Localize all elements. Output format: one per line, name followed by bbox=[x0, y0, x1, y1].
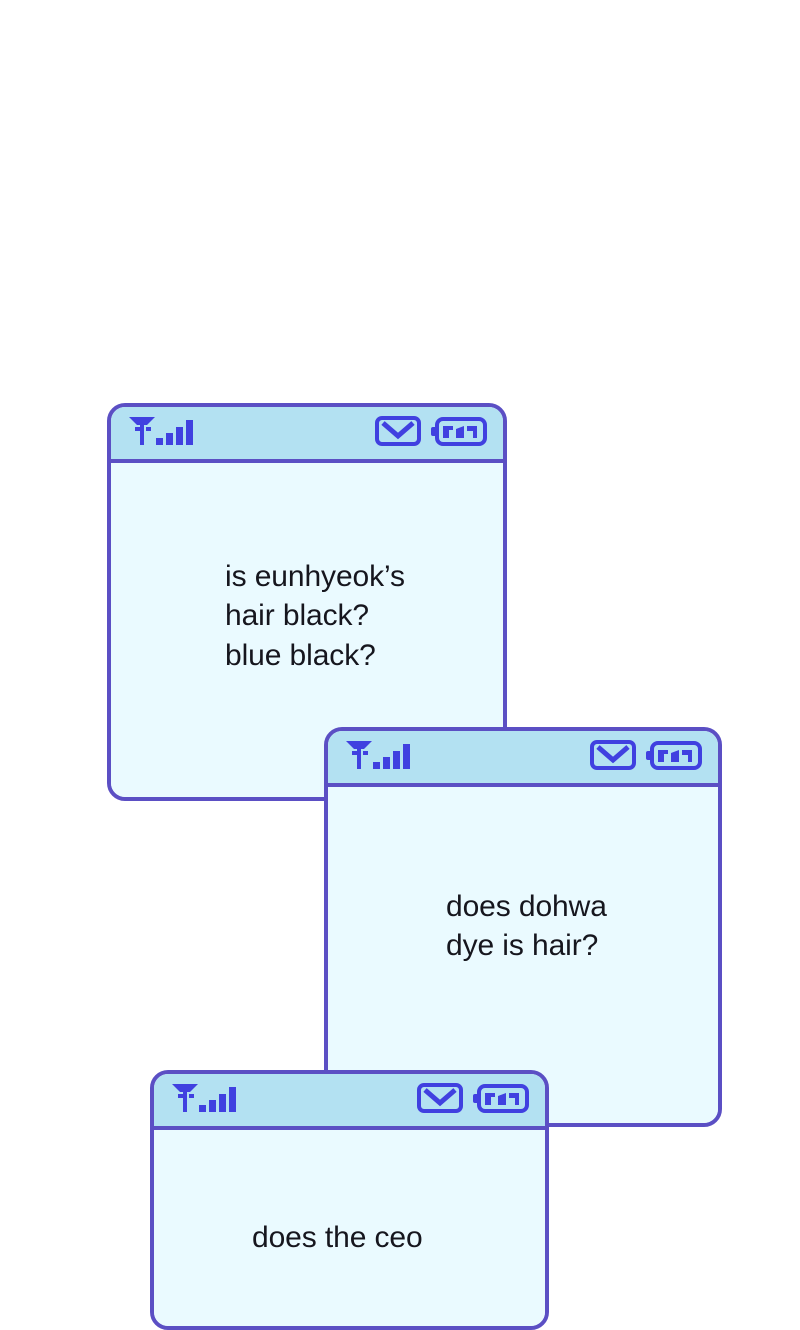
status-bar bbox=[154, 1074, 545, 1130]
message-text: does dohwa dye is hair? bbox=[446, 890, 607, 963]
status-bar-right bbox=[375, 415, 487, 452]
envelope-icon bbox=[590, 739, 636, 776]
message-card[interactable]: does the ceo bbox=[150, 1070, 549, 1330]
signal-bars-icon bbox=[172, 1082, 242, 1119]
signal-bars-icon bbox=[129, 415, 199, 452]
envelope-icon bbox=[417, 1082, 463, 1119]
status-bar bbox=[111, 407, 503, 463]
message-text: is eunhyeok’s hair black? blue black? bbox=[225, 560, 405, 672]
status-bar bbox=[328, 731, 718, 787]
canvas: is eunhyeok’s hair black? blue black? bbox=[107, 403, 722, 1330]
envelope-icon bbox=[375, 415, 421, 452]
message-card[interactable]: is eunhyeok’s hair black? blue black? bbox=[107, 403, 507, 801]
message-card[interactable]: does dohwa dye is hair? bbox=[324, 727, 722, 1127]
message-body: does dohwa dye is hair? bbox=[328, 787, 718, 1123]
battery-icon bbox=[431, 415, 487, 452]
status-bar-right bbox=[590, 739, 702, 776]
battery-icon bbox=[473, 1082, 529, 1119]
battery-icon bbox=[646, 739, 702, 776]
signal-bars-icon bbox=[346, 739, 416, 776]
message-body: does the ceo bbox=[154, 1130, 545, 1326]
message-text: does the ceo bbox=[252, 1221, 423, 1254]
status-bar-right bbox=[417, 1082, 529, 1119]
message-body: is eunhyeok’s hair black? blue black? bbox=[111, 463, 503, 797]
